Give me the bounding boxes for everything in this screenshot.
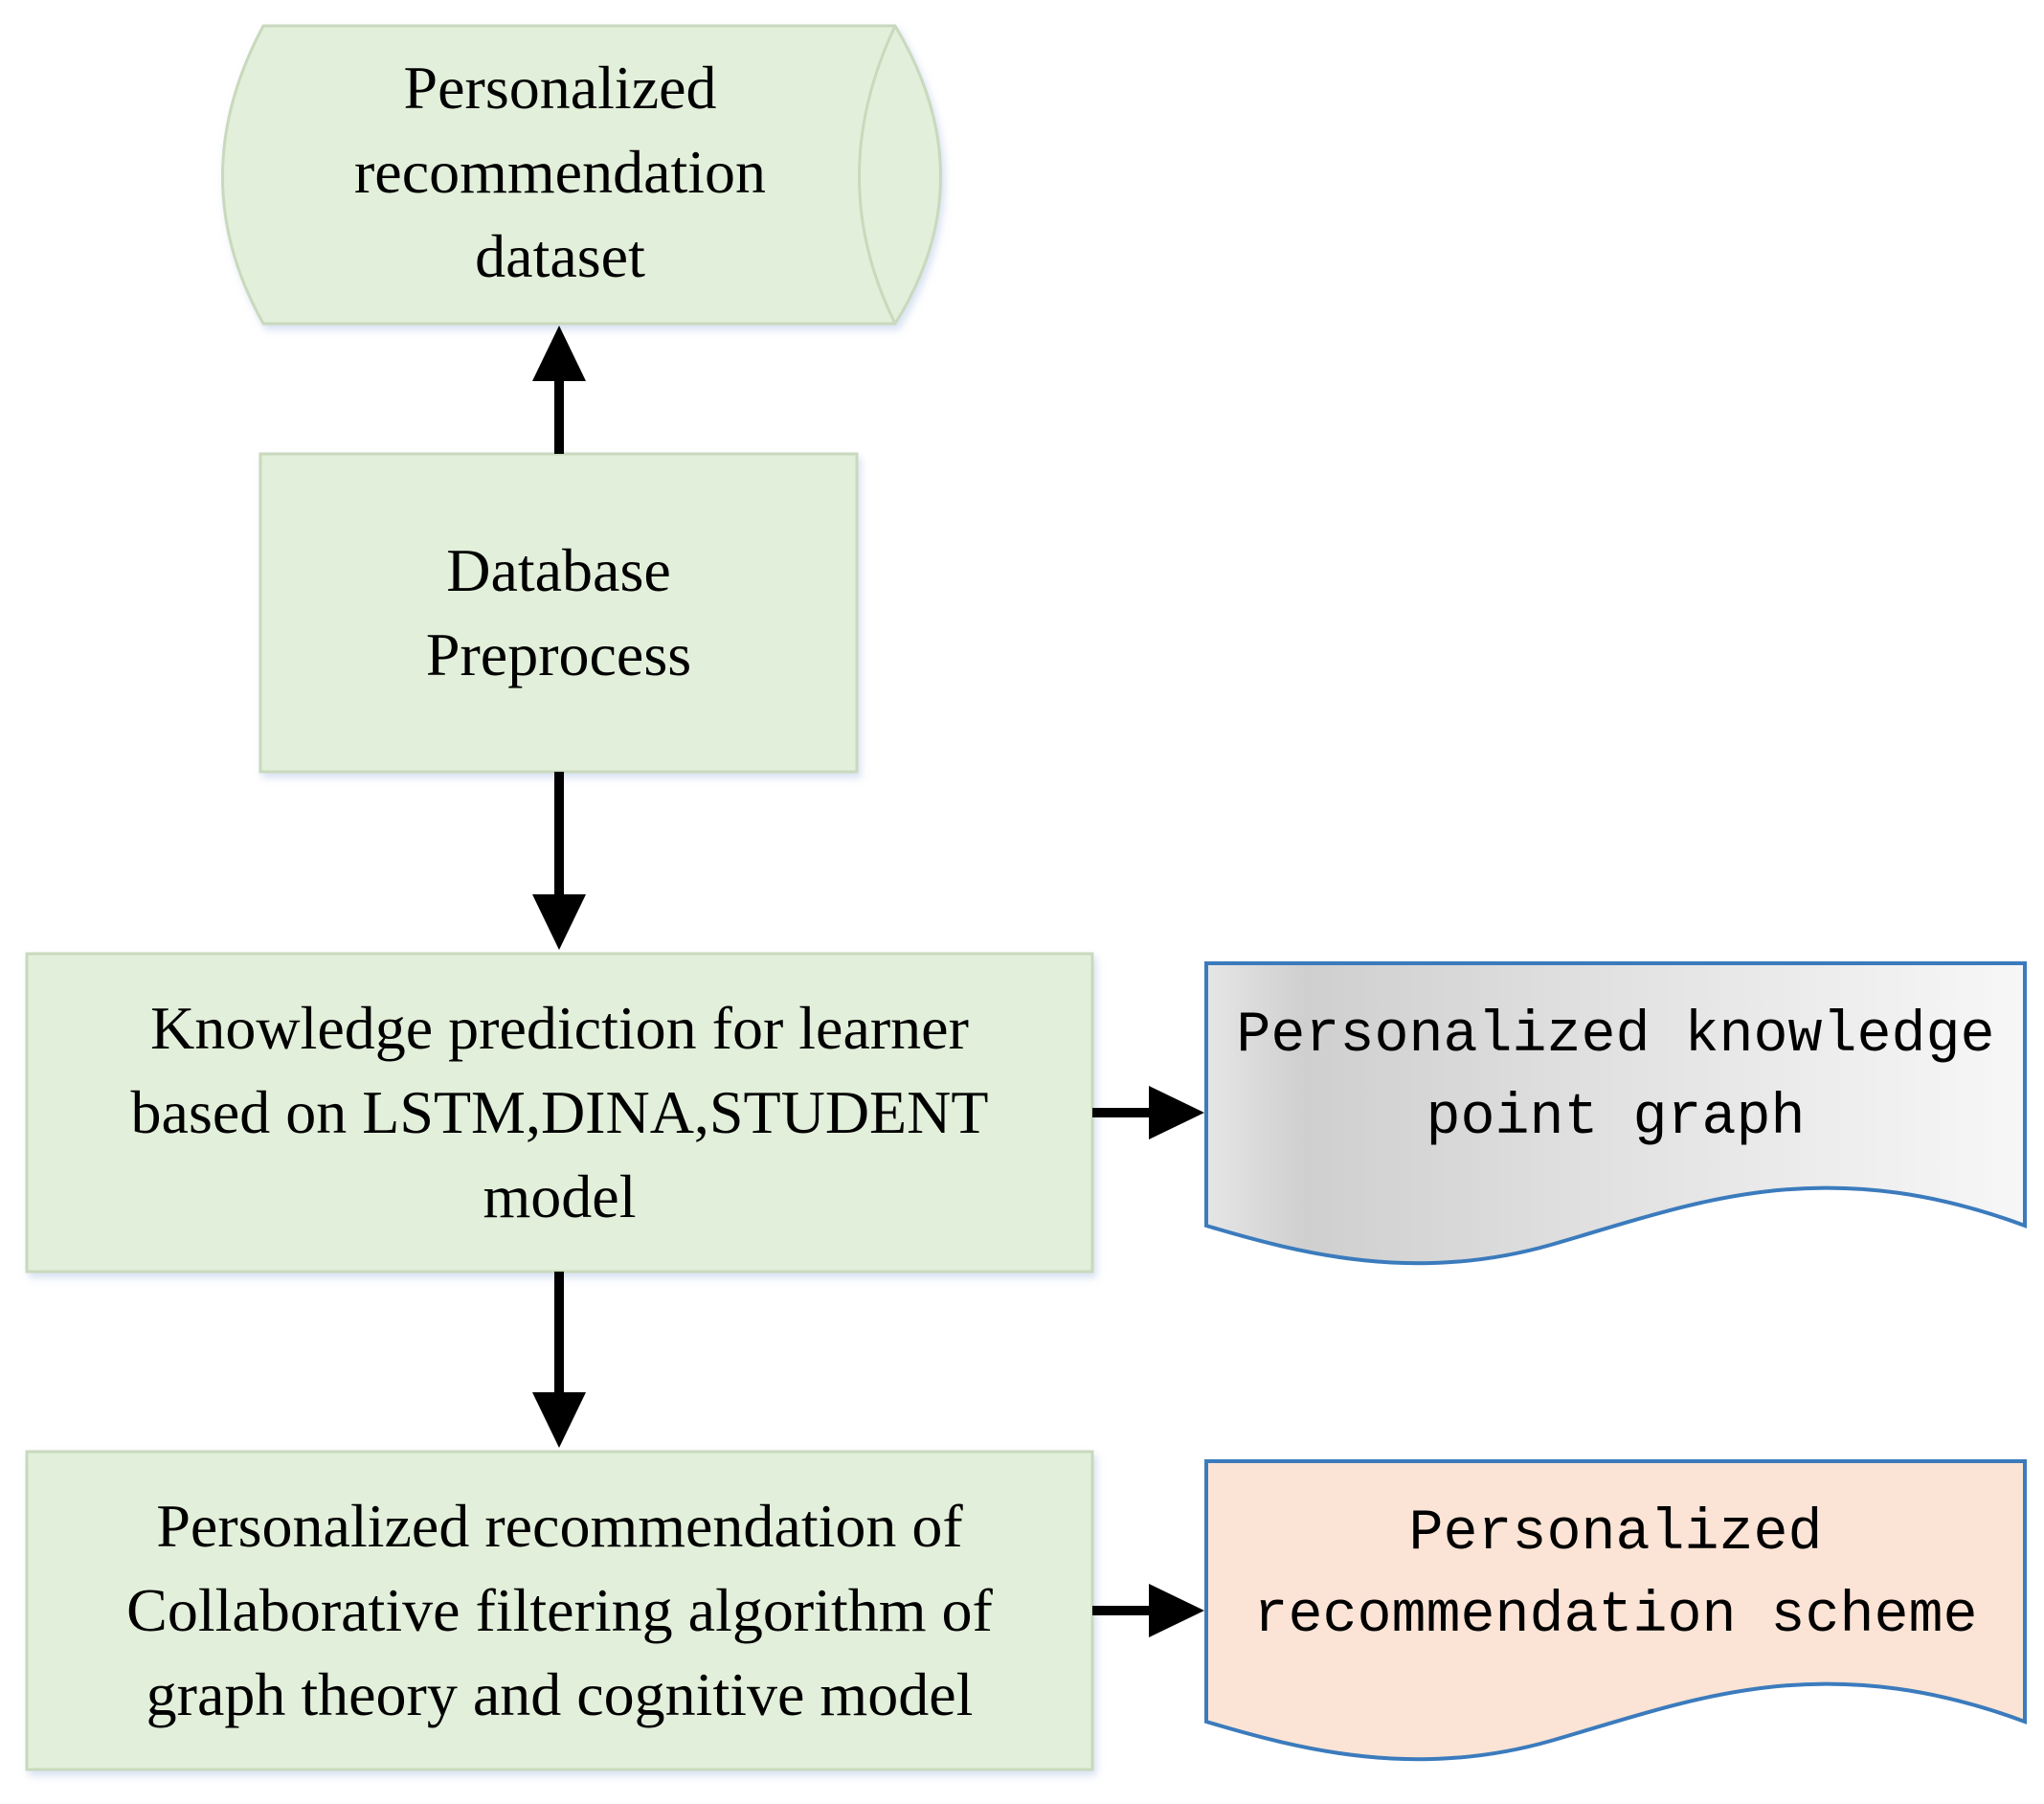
- arrow-recommendation-to-scheme: [1092, 1584, 1204, 1637]
- knowledge-graph-label: Personalized knowledge point graph: [1236, 1003, 1995, 1151]
- arrow-prediction-to-recommendation: [532, 1272, 586, 1448]
- knowledge-graph-document-shape: [1204, 961, 2027, 1266]
- recommendation-label: Personalized recommendation of Collabora…: [126, 1492, 993, 1728]
- dataset-label: Personalized recommendation dataset: [353, 54, 767, 290]
- recommendation-box: [25, 1450, 1094, 1771]
- preprocess-label: Database Preprocess: [425, 536, 692, 688]
- dataset-storage-shape: [221, 24, 942, 326]
- arrow-preprocess-to-prediction: [532, 772, 586, 950]
- scheme-label: Personalized recommendation scheme: [1253, 1501, 1978, 1649]
- preprocess-box: [258, 452, 859, 774]
- arrow-preprocess-to-dataset: [532, 326, 586, 454]
- arrow-prediction-to-knowledge-graph: [1092, 1086, 1204, 1139]
- scheme-document-shape: [1204, 1459, 2027, 1762]
- prediction-box: [25, 952, 1094, 1274]
- prediction-label: Knowledge prediction for learner based o…: [130, 994, 989, 1230]
